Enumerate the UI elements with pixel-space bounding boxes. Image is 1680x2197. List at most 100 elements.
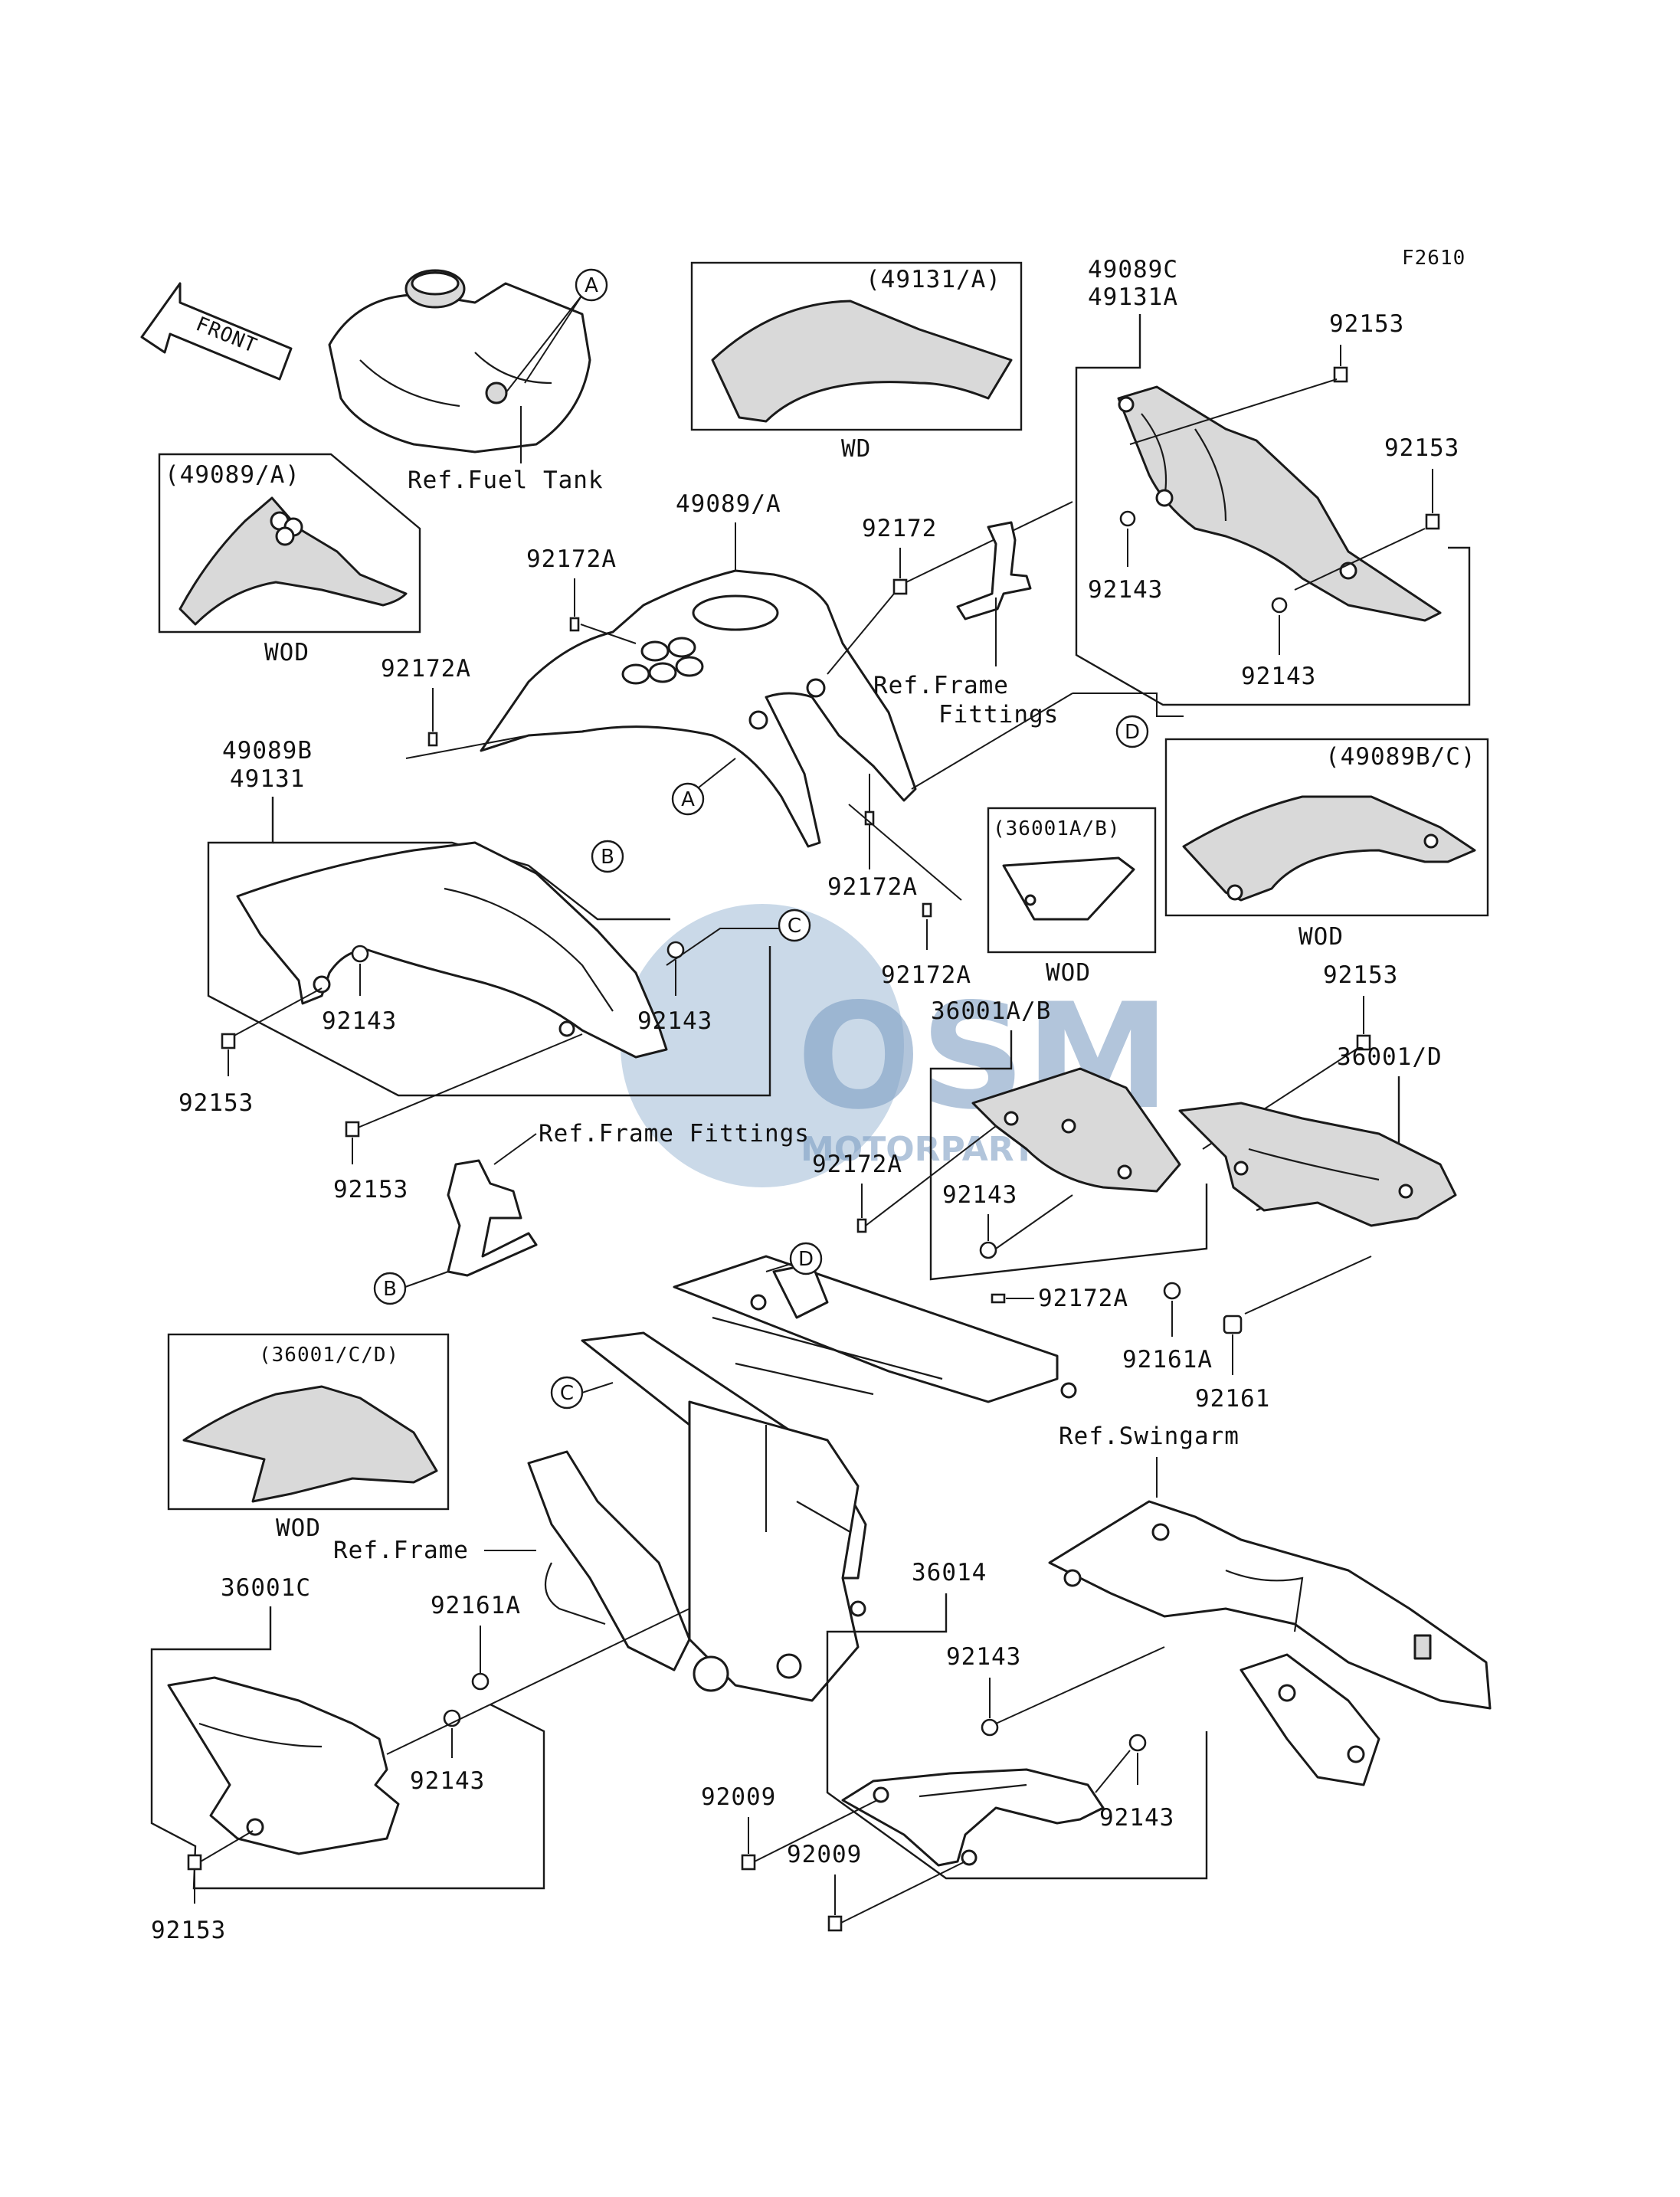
ref-frame-fittings-1-label: Ref.Frame <box>873 672 1009 699</box>
bolt-92153-b <box>1425 513 1440 530</box>
ref-fuel-tank-label: Ref.Fuel Tank <box>408 467 604 494</box>
label-92172a-4: 92172A <box>881 961 971 989</box>
label-36001c: 36001C <box>221 1574 311 1602</box>
box-36001ab-label: (36001A/B) <box>993 817 1121 840</box>
part-49131a-thumb <box>711 300 1013 423</box>
screw-92172a-5 <box>856 1218 867 1233</box>
label-92153-f: 92153 <box>151 1917 226 1944</box>
callout-d-2-text: D <box>798 1248 814 1271</box>
callout-c-2-text: C <box>560 1382 574 1405</box>
ref-swingarm-label: Ref.Swingarm <box>1059 1423 1240 1450</box>
label-92172a-3: 92172A <box>827 873 918 901</box>
part-49089c-shroud <box>1117 385 1442 622</box>
collar-92161 <box>1223 1315 1243 1334</box>
callout-a-2 <box>671 782 705 816</box>
label-92153-d: 92153 <box>333 1176 408 1203</box>
callout-b-2-text: B <box>383 1278 397 1301</box>
label-49131a: 49131A <box>1088 283 1178 311</box>
label-92153-a: 92153 <box>1329 310 1404 338</box>
label-92153-e: 92153 <box>1323 961 1398 989</box>
box-49089bc-label: (49089B/C) <box>1325 743 1476 771</box>
label-92172a-2: 92172A <box>381 655 471 683</box>
bolt-92009-a <box>741 1854 756 1871</box>
part-36001ab-thumb <box>1002 856 1135 921</box>
bolt-92172 <box>892 578 908 595</box>
screw-92172a-2 <box>427 732 438 747</box>
callout-a-2-text: A <box>681 788 695 811</box>
box-49089a-label: (49089/A) <box>165 461 300 489</box>
box-49089bc <box>1164 738 1489 917</box>
bolt-92009-b <box>827 1915 843 1932</box>
frame-fitting-upper <box>956 521 1032 620</box>
callout-d-1-text: D <box>1125 721 1140 744</box>
part-49089a-shroud <box>480 569 917 848</box>
box-36001ab <box>987 807 1157 954</box>
part-36014-guard <box>841 1768 1105 1867</box>
grommet-92143-h <box>1128 1734 1147 1752</box>
ref-frame-fittings-2-label: Ref.Frame Fittings <box>539 1120 810 1148</box>
figure-code: F2610 <box>1402 247 1465 270</box>
label-92161a-1: 92161A <box>1122 1346 1213 1374</box>
box-49089a-var: WOD <box>264 639 309 666</box>
grommet-92143-a <box>1119 510 1136 527</box>
ref-frame-label: Ref.Frame <box>333 1537 469 1564</box>
label-92009-a: 92009 <box>701 1783 776 1811</box>
callout-b-1 <box>591 840 624 873</box>
label-92172a-1: 92172A <box>526 545 617 573</box>
grommet-92161a-2 <box>471 1672 490 1691</box>
label-49089c: 49089C <box>1088 256 1178 283</box>
callout-a-1 <box>575 268 608 302</box>
label-49089b: 49089B <box>222 737 313 765</box>
callout-b-1-text: B <box>601 846 614 869</box>
box-36001cd-var: WOD <box>276 1514 321 1542</box>
label-92172a-6: 92172A <box>1038 1285 1128 1312</box>
box-49089bc-var: WOD <box>1298 923 1344 951</box>
front-arrow-icon: FRONT <box>140 282 293 381</box>
label-92172a-5: 92172A <box>812 1151 902 1178</box>
label-92153-c: 92153 <box>178 1089 254 1117</box>
label-92009-b: 92009 <box>787 1841 862 1868</box>
callout-c-1-text: C <box>788 915 801 938</box>
grommet-92143-e <box>979 1241 997 1259</box>
label-36001d: 36001/D <box>1337 1043 1443 1071</box>
ref-frame-fittings-1b-label: Fittings <box>938 701 1059 729</box>
fuel-tank <box>328 269 591 453</box>
part-49089bc-thumb <box>1182 795 1476 902</box>
main-frame <box>527 1255 1077 1702</box>
bolt-92153-a <box>1333 366 1348 383</box>
label-36014: 36014 <box>912 1559 987 1586</box>
grommet-92161a-1 <box>1163 1282 1181 1300</box>
bolt-92153-d <box>345 1121 360 1138</box>
screw-92172a-6 <box>991 1293 1006 1304</box>
grommet-92143-f <box>443 1709 461 1727</box>
grommet-92143-g <box>981 1718 999 1737</box>
label-92161: 92161 <box>1195 1385 1270 1413</box>
label-92143-d: 92143 <box>637 1007 712 1035</box>
box-36001ab-var: WOD <box>1046 959 1091 987</box>
screw-92172a-1 <box>569 617 580 632</box>
box-36001cd <box>167 1333 450 1511</box>
label-92143-h: 92143 <box>1099 1804 1174 1832</box>
callout-c-1 <box>778 909 811 942</box>
box-49131a <box>690 261 1023 431</box>
watermark-globe <box>621 904 904 1187</box>
label-92161a-2: 92161A <box>431 1592 521 1619</box>
box-36001cd-label: (36001/C/D) <box>259 1344 399 1367</box>
bolt-92153-e <box>1356 1034 1371 1051</box>
callout-b-2 <box>373 1272 407 1305</box>
box-49131a-label: (49131/A) <box>866 266 1001 293</box>
part-49089a-thumb <box>178 496 408 626</box>
part-36001c-cover <box>167 1676 400 1855</box>
grommet-92143-d <box>666 941 685 959</box>
label-92143-c: 92143 <box>322 1007 397 1035</box>
callout-d-2 <box>789 1242 823 1275</box>
box-49089a <box>158 453 421 634</box>
label-92143-f: 92143 <box>410 1767 485 1795</box>
part-36001cd-thumb <box>182 1385 438 1503</box>
label-49131: 49131 <box>230 765 305 793</box>
part-36001d-cover <box>1178 1102 1457 1227</box>
bolt-92153-f <box>187 1854 202 1871</box>
grommet-92143-c <box>351 945 369 963</box>
label-92172: 92172 <box>862 515 937 542</box>
